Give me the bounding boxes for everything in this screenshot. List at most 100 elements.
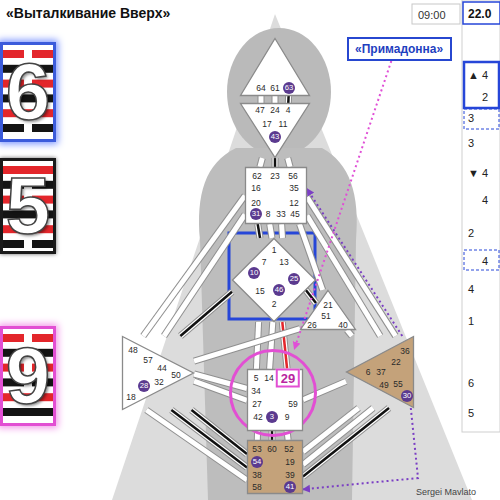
gate-number: 59 [288,400,297,409]
gate-number: 20 [251,199,260,208]
channel-fill [164,215,245,337]
active-gate: 43 [269,131,281,143]
gate-number: 27 [252,400,261,409]
active-gate: 54 [251,456,263,468]
channel-activation [306,290,316,303]
list-value: 2 [482,92,488,103]
callout-title: «Примадонна» [355,43,443,55]
gate-number: 6 [366,368,371,377]
channel-activation [287,96,290,103]
channel [281,224,283,238]
gate-number: 2 [272,300,277,309]
head-center: 646163 [240,38,310,96]
channel [261,96,262,103]
list-value: 2 [468,228,474,239]
channel-edge [303,408,373,465]
gate-number: 13 [279,258,288,267]
channel-fill [270,322,273,369]
gate-number: 60 [267,445,276,454]
focus-circle [231,351,316,436]
list-value: 6 [468,378,474,389]
channel-activation [180,292,232,336]
gate-number: 57 [143,356,152,365]
channel-fill [286,96,291,103]
channel-edge [143,196,245,336]
gate-number: 51 [321,312,330,321]
watermark: Sergei Mavlato [416,488,476,497]
channel-fill [306,290,316,303]
gate-number: 64 [256,84,265,93]
date-label: 22.0 [468,8,491,20]
gate-number: 61 [270,84,279,93]
dotted-arrow [307,189,402,336]
g-center: 1713102515462 [232,238,316,322]
gate-number: 16 [251,184,260,193]
highlight-box [464,62,499,108]
time-box [412,4,460,24]
channel-activation [303,408,389,477]
channel-fill [303,381,346,399]
gate-number: 5 [254,374,259,383]
channel-fill [146,410,247,480]
channel-fill [273,158,278,167]
head-silhouette [227,28,331,156]
channel-edge [194,374,247,389]
throat-center: 622356163520123183345 [245,167,307,224]
channel-activation [282,322,287,369]
channel [164,215,245,337]
time-label: 09:00 [418,10,446,21]
hexagram-card: 9 [0,326,56,426]
channel-activation [258,224,260,238]
center-shape [248,370,303,431]
gate-number: 62 [252,172,261,181]
active-gate: 28 [138,380,150,392]
channel [288,158,290,167]
channel [275,158,276,167]
gate-number: 48 [128,346,137,355]
ajna-center: 47244171143 [240,103,310,158]
channel-edge [272,96,279,103]
channel [194,374,247,389]
dotted-arrow [303,408,418,489]
channel [143,196,245,336]
dashed-box [464,109,499,129]
channel-edge [285,96,292,103]
dashed-box [464,250,499,270]
dotted-line [303,408,418,489]
channel [270,224,272,238]
channel [303,408,373,465]
gate-number: 7 [262,258,267,267]
active-gate: 10 [248,267,260,279]
channel [146,410,247,480]
root-center: 536052541938395841 [247,440,303,494]
gate-number: 50 [171,371,180,380]
active-gate: 31 [250,208,262,220]
channel [288,96,289,103]
channel-fill [273,96,278,103]
channel [303,381,346,399]
channel [270,322,273,369]
gate-number: 11 [279,120,288,129]
channel-edge [306,290,316,303]
gate-number: 33 [276,210,285,219]
center-shape [241,39,310,96]
list-value: 4 [468,284,474,295]
focus-ring: 295143427594239 [229,349,317,437]
gate-number: 38 [252,471,261,480]
channel-fill [143,196,245,336]
channel-fill [259,96,264,103]
list-value: 4 [482,256,488,267]
gate-number: 12 [289,199,298,208]
gate-number: 35 [289,184,298,193]
dotted-line [307,189,402,336]
channel [260,158,262,167]
gate-number: 9 [285,413,290,422]
channel-edge [278,224,286,238]
list-value: 3 [468,138,474,149]
channel-fill [282,322,287,369]
gate-numeral: 9 [3,336,53,416]
gate-number: 24 [270,106,279,115]
center-shape [123,337,194,410]
heart-center: 21512640 [300,290,356,330]
